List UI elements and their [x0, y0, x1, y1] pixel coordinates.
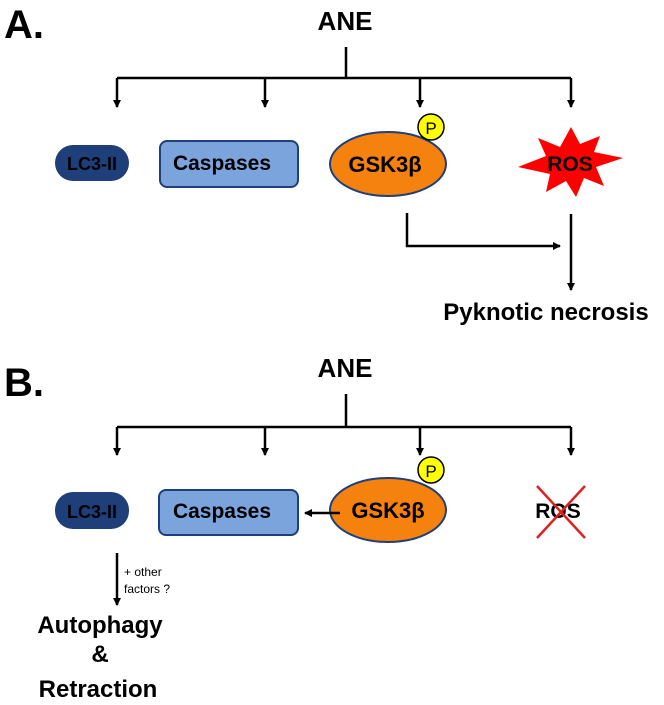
panel-a: A. ANE LC3-II Caspases GSK3β P ROS — [4, 3, 649, 326]
panel-b-gsk3b-node — [329, 477, 447, 543]
panel-b-ros-label: ROS — [535, 500, 581, 523]
panel-a-lc3-ii-label: LC3-II — [67, 154, 117, 174]
panel-b-branch-arrows — [113, 394, 575, 456]
panel-b-outcome-ampersand: & — [91, 641, 108, 668]
panel-b-caspases-label: Caspases — [173, 500, 271, 523]
panel-a-gsk3b-node — [329, 131, 447, 197]
panel-a-ros-burst — [518, 127, 623, 197]
panel-a-phospho-label: P — [425, 119, 436, 138]
panel-b: B. ANE LC3-II Caspases GSK3β P ROS — [4, 353, 586, 703]
panel-a-caspases-node — [159, 140, 299, 188]
panel-b-phospho-badge — [417, 456, 445, 484]
panel-a-caspases-label: Caspases — [173, 152, 271, 175]
panel-a-branch-arrows — [113, 47, 575, 108]
panel-b-label: B. — [4, 361, 44, 405]
panel-b-outcome-retraction: Retraction — [39, 676, 158, 703]
panel-a-lc3-ii-node — [55, 145, 129, 181]
panel-b-note-line2: factors ? — [124, 582, 170, 596]
panel-b-caspases-node — [158, 489, 299, 536]
panel-b-source-ane: ANE — [318, 353, 373, 383]
panel-b-gsk3b-label: GSK3β — [351, 498, 424, 523]
panel-a-ros-label: ROS — [547, 153, 593, 176]
panel-a-source-ane: ANE — [318, 6, 373, 36]
panel-b-lc3-ii-node — [55, 492, 129, 529]
panel-b-outcome-autophagy: Autophagy — [37, 612, 163, 639]
panel-b-note-line1: + other — [124, 565, 162, 579]
panel-a-label: A. — [4, 3, 44, 47]
panel-a-phospho-badge — [417, 113, 445, 141]
panel-a-necrosis-arrows — [405, 213, 575, 291]
panel-b-lc3-ii-label: LC3-II — [67, 502, 117, 522]
panel-b-phospho-label: P — [425, 462, 436, 481]
panel-a-gsk3b-label: GSK3β — [348, 152, 421, 177]
panel-b-ros-cross-icon — [536, 485, 586, 539]
panel-a-outcome-pyknotic-necrosis: Pyknotic necrosis — [443, 299, 648, 326]
